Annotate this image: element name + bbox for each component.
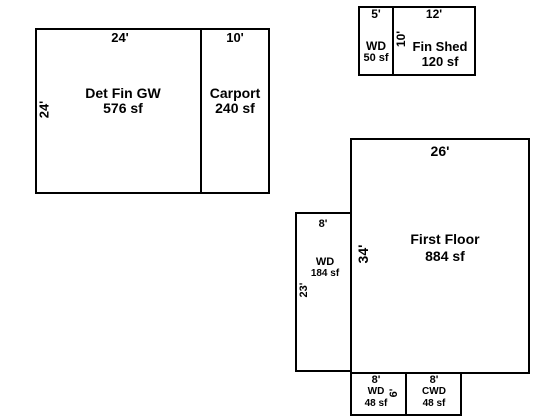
cwd-bottom-name: CWD xyxy=(422,386,446,397)
wd-shed-name: WD xyxy=(366,39,386,53)
det-fin-gw-room xyxy=(35,28,202,194)
wd-bottom-name: WD xyxy=(367,386,385,397)
det-fin-gw-height-label: 24' xyxy=(36,100,52,119)
fin-shed-room xyxy=(392,6,476,76)
wd-side-name: WD xyxy=(315,256,335,268)
carport-room xyxy=(200,28,270,194)
cwd-bottom-width-label: 8' xyxy=(429,374,439,386)
wd-shed-width-label: 5' xyxy=(371,7,381,21)
wd-bottom-width-label: 8' xyxy=(371,374,381,386)
wd-bottom-area: 48 sf xyxy=(364,398,388,409)
det-fin-gw-area: 576 sf xyxy=(103,100,143,116)
first-floor-name: First Floor xyxy=(410,231,480,247)
carport-width-label: 10' xyxy=(226,30,244,45)
det-fin-gw-name: Det Fin GW xyxy=(85,85,161,101)
cwd-bottom-room xyxy=(405,372,462,416)
fin-shed-name: Fin Shed xyxy=(412,39,468,54)
wd-side-area: 184 sf xyxy=(310,268,340,279)
wd-side-width-label: 8' xyxy=(318,218,328,230)
det-fin-gw-width-label: 24' xyxy=(111,30,129,45)
first-floor-height-label: 34' xyxy=(355,244,371,264)
first-floor-area: 884 sf xyxy=(425,248,465,264)
fin-shed-area: 120 sf xyxy=(421,54,459,69)
cwd-bottom-area: 48 sf xyxy=(422,398,446,409)
carport-name: Carport xyxy=(209,85,261,101)
wd-bottom-room xyxy=(350,372,407,416)
wd-shed-area: 50 sf xyxy=(363,52,389,64)
fin-shed-width-label: 12' xyxy=(425,7,443,21)
wd-side-height-label: 23' xyxy=(298,282,310,298)
wd-shed-room xyxy=(358,6,394,76)
carport-area: 240 sf xyxy=(215,100,255,116)
first-floor-width-label: 26' xyxy=(430,143,450,159)
wd-side-room xyxy=(295,212,352,372)
